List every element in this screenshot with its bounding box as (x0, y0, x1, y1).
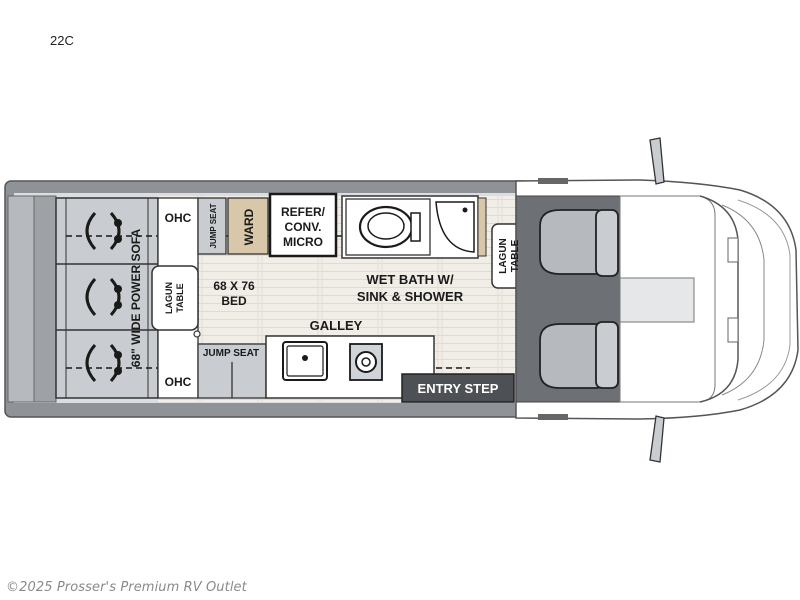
entry-step (401, 373, 515, 403)
mirror-bottom-icon (649, 415, 665, 463)
rear-doors (7, 195, 35, 403)
ohc-bottom-label: OHC (165, 375, 192, 389)
entry-step-label: ENTRY STEP (418, 381, 499, 396)
lagun-right-label-1: LAGUN (498, 238, 509, 274)
jump-seat-top (197, 197, 227, 255)
refer-label-1: REFER/ (281, 205, 326, 219)
cooktop-icon (349, 343, 383, 381)
galley-label: GALLEY (310, 318, 363, 333)
lagun-left-label-2: TABLE (175, 283, 185, 312)
bed-label-2: BED (221, 294, 247, 308)
ward-label: WARD (242, 208, 256, 245)
wet-bath-label-1: WET BATH W/ (366, 272, 454, 287)
jump-seat-bottom-label: JUMP SEAT (203, 348, 259, 359)
sink-icon (282, 341, 328, 381)
wardrobe (227, 197, 269, 255)
jump-seat-top-label: JUMP SEAT (209, 203, 218, 248)
bed-label-1: 68 X 76 (213, 279, 255, 293)
refer-label-2: CONV. (285, 220, 322, 234)
wet-bath-label-2: SINK & SHOWER (357, 289, 464, 304)
refrigerator (268, 192, 338, 258)
lagun-left-label-1: LAGUN (164, 282, 174, 314)
mirror-top-icon (649, 137, 665, 185)
refer-label-3: MICRO (283, 235, 323, 249)
sofa-label: 68" WIDE POWER SOFA (129, 228, 143, 367)
model-name: 22C (50, 33, 74, 48)
lagun-right-label-2: TABLE (510, 239, 521, 272)
lagun-table-left (151, 265, 199, 331)
seat-belt-icon (85, 212, 121, 382)
watermark: ©2025 Prosser's Premium RV Outlet (6, 580, 247, 595)
passenger-seat (539, 321, 619, 389)
toilet-icon (358, 205, 421, 249)
shower-icon (435, 201, 475, 253)
ohc-top-label: OHC (165, 211, 192, 225)
center-console (619, 277, 695, 323)
driver-seat (539, 209, 619, 277)
